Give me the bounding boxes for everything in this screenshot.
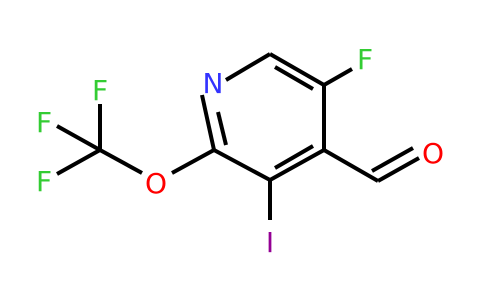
bond-c4-c3 bbox=[269, 148, 325, 182]
bond-n-c2 bbox=[200, 94, 216, 151]
atom-fluorine-cf3-top: F bbox=[92, 74, 108, 107]
bond-o-cf3 bbox=[99, 148, 143, 175]
atom-nitrogen: N bbox=[203, 67, 224, 100]
bond-c3-c2 bbox=[213, 148, 271, 182]
bond-c2-o bbox=[171, 148, 215, 175]
atom-oxygen-ether: O bbox=[145, 167, 167, 200]
bond-c5-f bbox=[323, 67, 353, 87]
bond-c6-c5-inner bbox=[273, 65, 315, 91]
bond-n-c6 bbox=[224, 52, 272, 82]
bond-c4-cho bbox=[323, 148, 379, 183]
bond-cho-o-1 bbox=[377, 156, 420, 183]
bond-c4-c3-inner bbox=[273, 144, 315, 170]
bond-cho-o-2 bbox=[371, 146, 414, 173]
bond-n-c2-inner bbox=[216, 111, 228, 146]
bond-c6-c5 bbox=[269, 52, 325, 87]
bond-cf3-f-bottom bbox=[56, 148, 101, 176]
atom-fluorine-cf3-left: F bbox=[36, 106, 52, 139]
atom-fluorine-ring: F bbox=[357, 43, 373, 76]
bond-cf3-f-left bbox=[56, 124, 101, 152]
atom-iodine: I bbox=[266, 226, 274, 259]
atom-oxygen-aldehyde: O bbox=[422, 137, 444, 170]
atom-fluorine-cf3-bottom: F bbox=[36, 165, 52, 198]
